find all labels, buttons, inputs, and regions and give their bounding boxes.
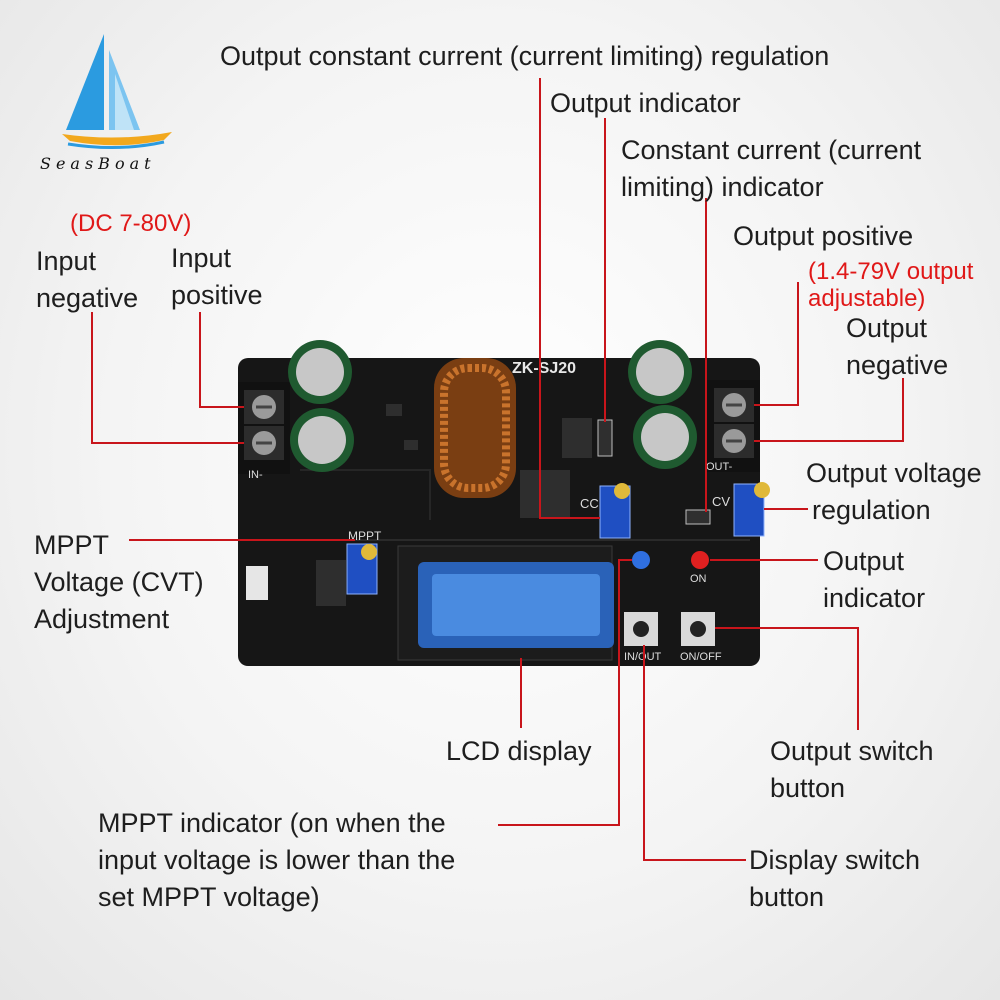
- label-output-positive: Output positive: [733, 221, 914, 251]
- seasboat-logo-icon: [62, 34, 172, 150]
- brand-name: SeasBoat: [40, 154, 156, 173]
- label-line: button: [770, 773, 846, 803]
- label-line: MPPT: [34, 530, 110, 560]
- label-cc-indicator: Constant current (current limiting) indi…: [621, 132, 921, 206]
- label-line: Voltage (CVT): [34, 567, 204, 597]
- label-line: set MPPT voltage): [98, 882, 320, 912]
- display-switch-button-body: [624, 612, 658, 646]
- leader-display-switch: [643, 645, 746, 861]
- label-line: adjustable): [808, 285, 926, 312]
- label-line: Output: [846, 313, 928, 343]
- mppt-led: [632, 551, 650, 569]
- silk-mppt: MPPT: [348, 529, 382, 543]
- mppt-potentiometer: [346, 543, 378, 595]
- label-mppt-adjustment: MPPT Voltage (CVT) Adjustment: [34, 527, 204, 638]
- silk-on-off: ON/OFF: [680, 651, 722, 663]
- pcb-trace: [300, 469, 431, 520]
- label-line: button: [749, 882, 825, 912]
- model-label: ZK-SJ20: [512, 360, 576, 377]
- toroid-inductor: [434, 358, 516, 498]
- silk-cv: CV: [712, 494, 730, 509]
- label-line: negative: [36, 283, 139, 313]
- leader-lines: [91, 78, 904, 861]
- label-line: Input: [171, 243, 232, 273]
- cc-led: [685, 509, 711, 525]
- label-line: (1.4-79V output: [808, 258, 974, 285]
- lcd-screen: [397, 545, 614, 661]
- leader-input-positive: [199, 312, 244, 408]
- label-line: input voltage is lower than the: [98, 845, 456, 875]
- label-output-voltage-reg: Output voltage regulation: [806, 455, 982, 529]
- label-input-range: (DC 7-80V): [70, 210, 192, 237]
- label-output-negative: Output negative: [846, 310, 948, 384]
- silk-out-minus: OUT-: [706, 461, 733, 473]
- label-input-negative: Input negative: [36, 243, 138, 317]
- label-line: indicator: [823, 583, 926, 613]
- label-line: Display switch: [749, 845, 921, 875]
- smd-components: [316, 404, 592, 606]
- label-cc-regulation: Output constant current (current limitin…: [220, 41, 830, 71]
- label-output-range: (1.4-79V output adjustable): [808, 258, 973, 312]
- label-line: Output voltage: [806, 458, 982, 488]
- label-line: negative: [846, 350, 949, 380]
- leader-output-positive: [754, 282, 799, 406]
- label-input-positive: Input positive: [171, 240, 263, 314]
- silk-in-minus: IN-: [248, 469, 263, 481]
- leader-output-switch: [715, 627, 859, 730]
- label-output-indicator-top: Output indicator: [550, 88, 741, 118]
- silk-in-out: IN/OUT: [624, 651, 662, 663]
- output-terminal-block: [706, 380, 760, 472]
- label-line: Adjustment: [34, 604, 170, 634]
- leader-mppt-indicator: [498, 559, 632, 826]
- silk-cc: CC: [580, 496, 599, 511]
- on-led: [691, 551, 709, 569]
- label-output-indicator-right: Output indicator: [823, 543, 925, 617]
- label-line: Output switch: [770, 736, 934, 766]
- label-line: Output: [823, 546, 905, 576]
- label-output-switch: Output switch button: [770, 733, 934, 807]
- out-led: [597, 419, 613, 457]
- label-line: regulation: [812, 495, 931, 525]
- label-mppt-indicator: MPPT indicator (on when the input voltag…: [98, 805, 455, 916]
- output-switch-button-body: [681, 612, 715, 646]
- label-display-switch: Display switch button: [749, 842, 920, 916]
- leader-output-negative: [754, 378, 904, 442]
- output-capacitors: [628, 340, 697, 469]
- leader-input-negative: [91, 312, 244, 444]
- leader-cc-regulation: [539, 78, 600, 519]
- label-line: Constant current (current: [621, 135, 922, 165]
- input-terminal-block: [238, 382, 290, 474]
- label-line: limiting) indicator: [621, 172, 824, 202]
- label-line: MPPT indicator (on when the: [98, 808, 446, 838]
- label-line: Input: [36, 246, 97, 276]
- input-capacitors: [288, 340, 354, 472]
- fan-connector: [246, 566, 268, 600]
- label-lcd-display: LCD display: [446, 736, 592, 766]
- label-line: positive: [171, 280, 263, 310]
- cc-potentiometer: [599, 483, 631, 539]
- silk-on: ON: [690, 573, 707, 585]
